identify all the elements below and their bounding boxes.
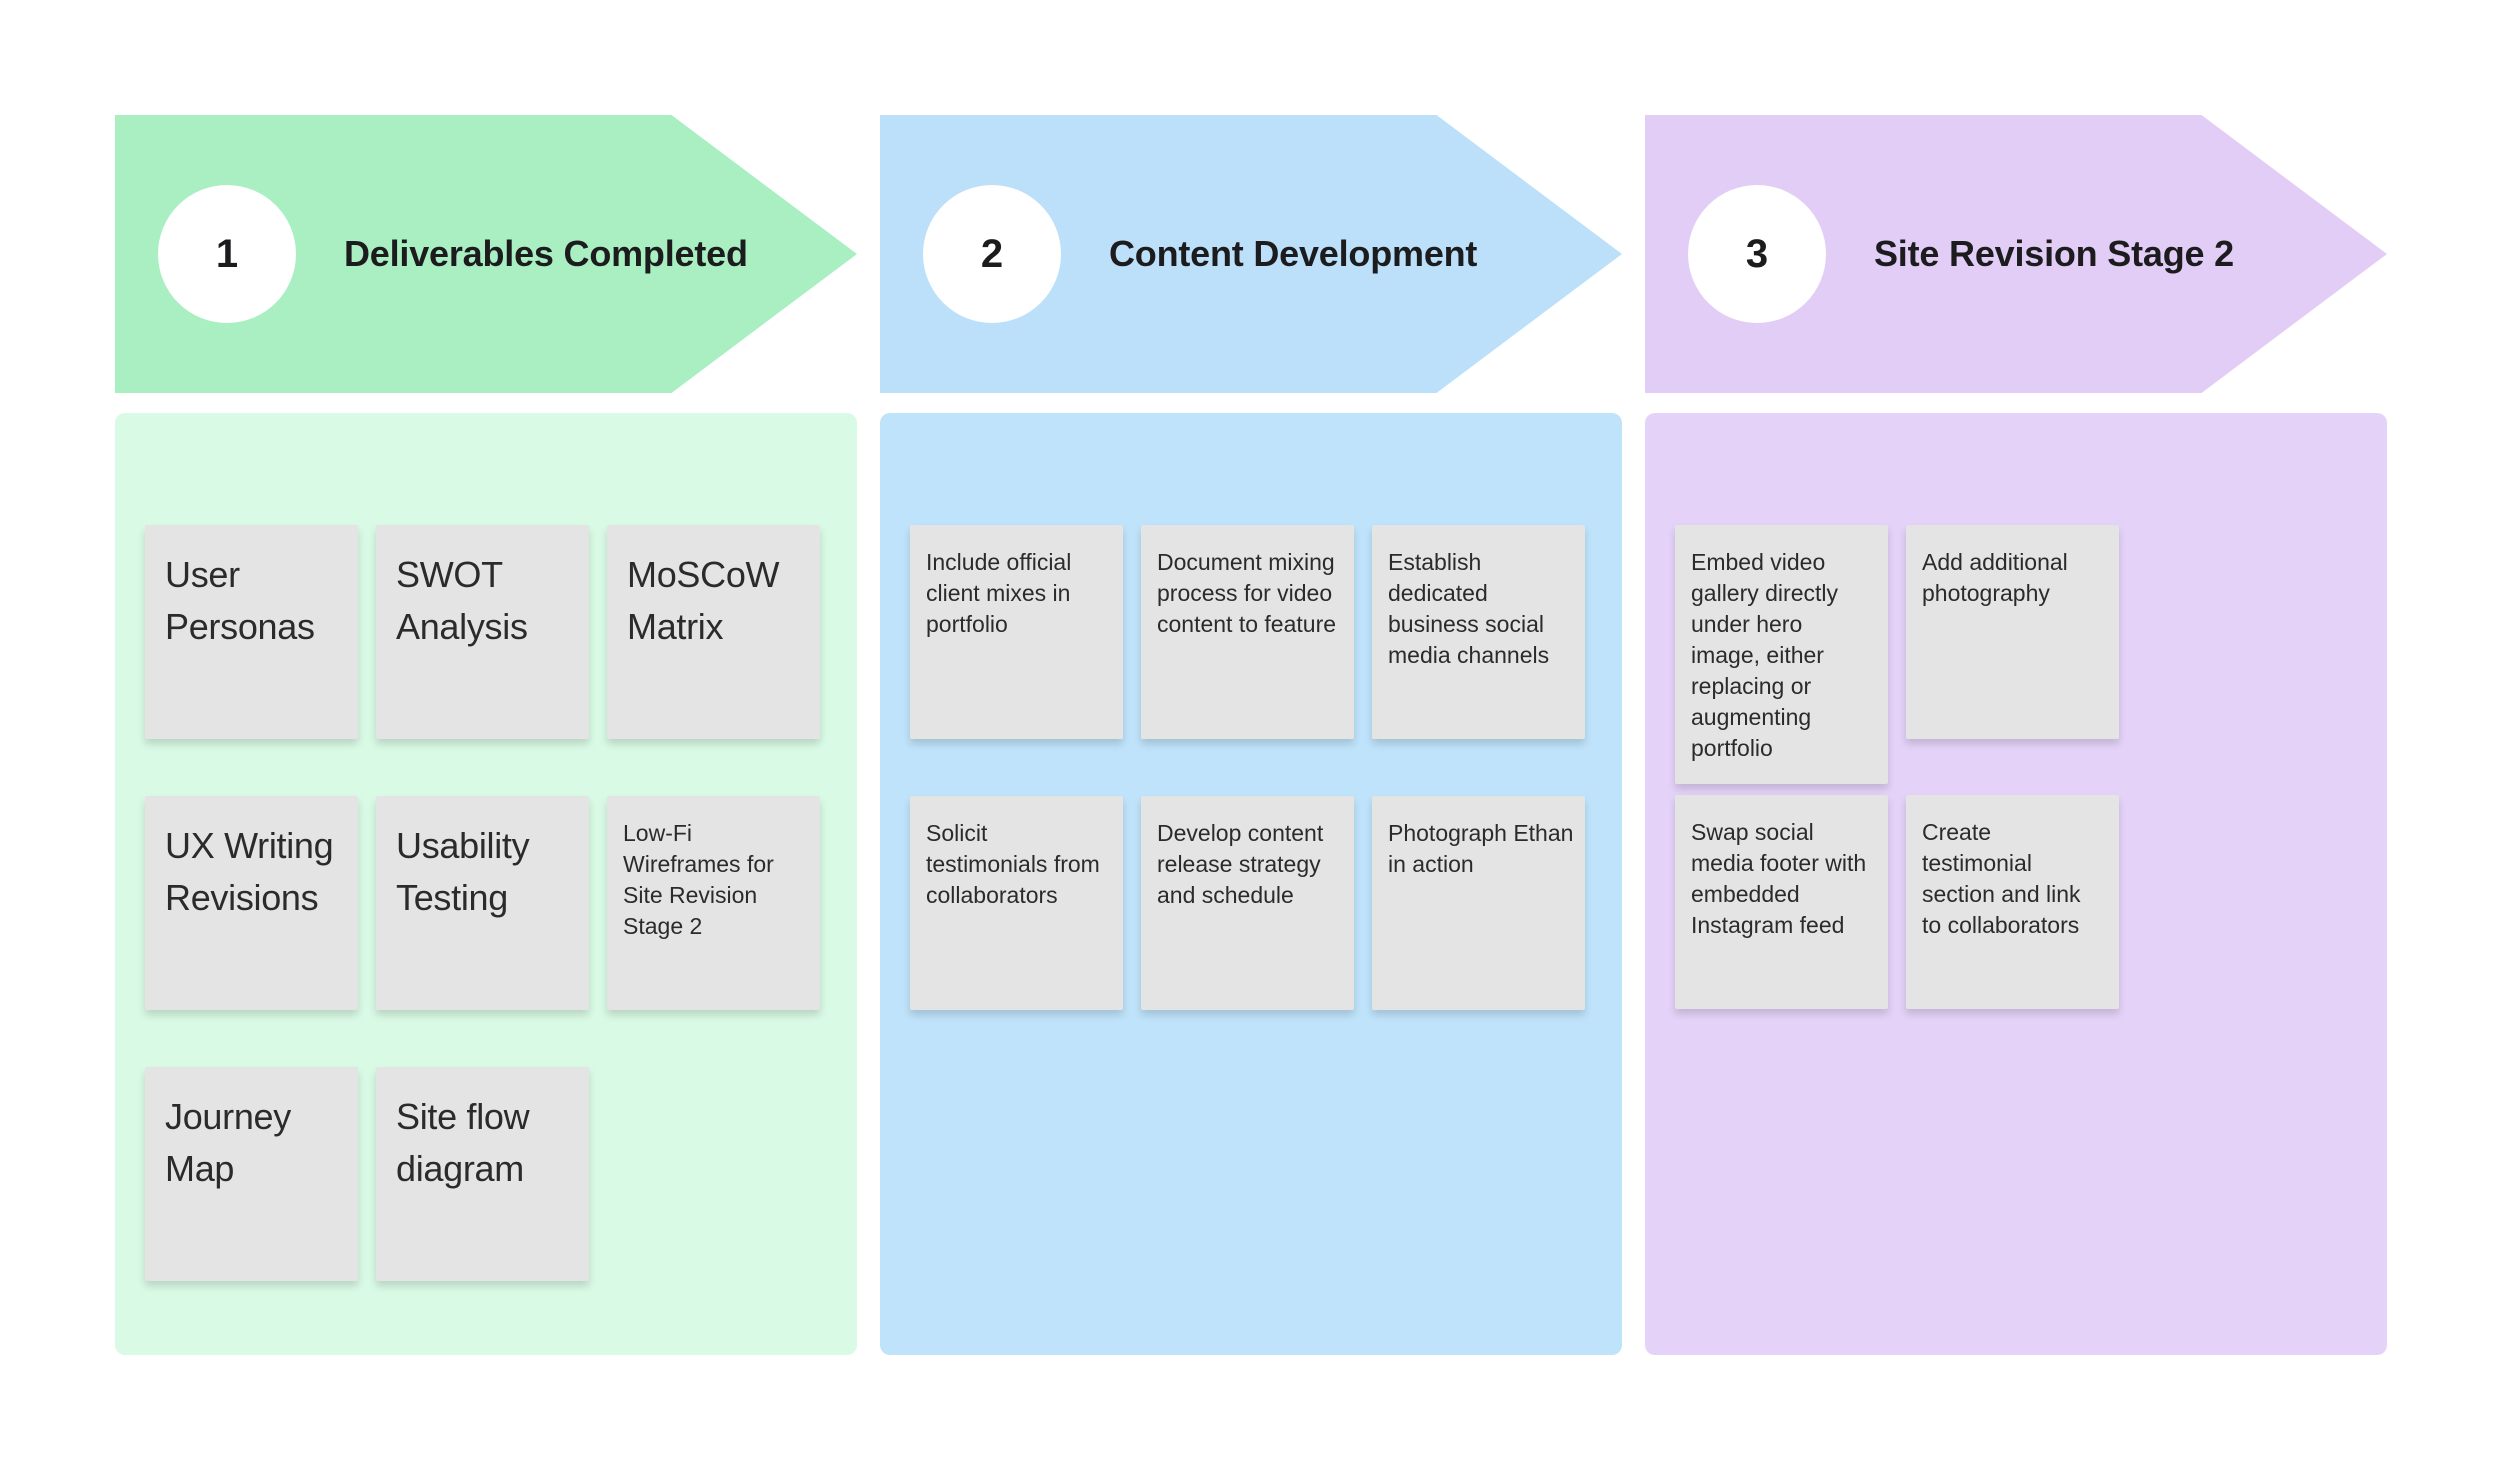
sticky-note[interactable]: Document mixing process for video conten… <box>1141 525 1354 739</box>
stage-title: Deliverables Completed <box>344 233 748 274</box>
stage-number-badge[interactable]: 3 <box>1688 185 1826 323</box>
workflow-board: 1 Deliverables Completed User Personas S… <box>115 115 2387 1355</box>
sticky-note[interactable]: SWOT Analysis <box>376 525 589 739</box>
sticky-note[interactable]: UX Writing Revisions <box>145 796 358 1010</box>
stage-number-badge[interactable]: 1 <box>158 185 296 323</box>
sticky-note[interactable]: Include official client mixes in portfol… <box>910 525 1123 739</box>
stage-arrow-shape[interactable]: 2 Content Development <box>880 115 1622 393</box>
stage-number: 2 <box>980 232 1004 276</box>
sticky-note[interactable]: Solicit testimonials from collaborators <box>910 796 1123 1010</box>
stage-number-badge[interactable]: 2 <box>923 185 1061 323</box>
stage-number: 3 <box>1745 232 1769 276</box>
sticky-note[interactable]: MoSCoW Matrix <box>607 525 820 739</box>
stage-arrow-shape[interactable]: 1 Deliverables Completed <box>115 115 857 393</box>
sticky-note[interactable]: Add additional photography <box>1906 525 2119 739</box>
stage-panel[interactable]: Include official client mixes in portfol… <box>880 413 1622 1355</box>
sticky-note[interactable]: Swap social media footer with embedded I… <box>1675 795 1888 1009</box>
stage-arrow-shape[interactable]: 3 Site Revision Stage 2 <box>1645 115 2387 393</box>
stage-column-1: 1 Deliverables Completed User Personas S… <box>115 115 857 1355</box>
sticky-note[interactable]: Embed video gallery directly under hero … <box>1675 525 1888 784</box>
stage-title: Content Development <box>1109 233 1478 274</box>
sticky-note[interactable]: User Personas <box>145 525 358 739</box>
sticky-note[interactable]: Photograph Ethan in action <box>1372 796 1585 1010</box>
sticky-note[interactable]: Usability Testing <box>376 796 589 1010</box>
stage-title: Site Revision Stage 2 <box>1874 233 2234 274</box>
sticky-note[interactable]: Journey Map <box>145 1067 358 1281</box>
sticky-note[interactable]: Low-Fi Wireframes for Site Revision Stag… <box>607 796 820 1010</box>
stage-panel[interactable]: Embed video gallery directly under hero … <box>1645 413 2387 1355</box>
stage-column-3: 3 Site Revision Stage 2 Embed video gall… <box>1645 115 2387 1355</box>
stage-column-2: 2 Content Development Include official c… <box>880 115 1622 1355</box>
stage-panel[interactable]: User Personas SWOT Analysis MoSCoW Matri… <box>115 413 857 1355</box>
sticky-note[interactable]: Develop content release strategy and sch… <box>1141 796 1354 1010</box>
sticky-note[interactable]: Create testimonial section and link to c… <box>1906 795 2119 1009</box>
sticky-note[interactable]: Establish dedicated business social medi… <box>1372 525 1585 739</box>
sticky-note[interactable]: Site flow diagram <box>376 1067 589 1281</box>
stage-number: 1 <box>215 232 239 276</box>
